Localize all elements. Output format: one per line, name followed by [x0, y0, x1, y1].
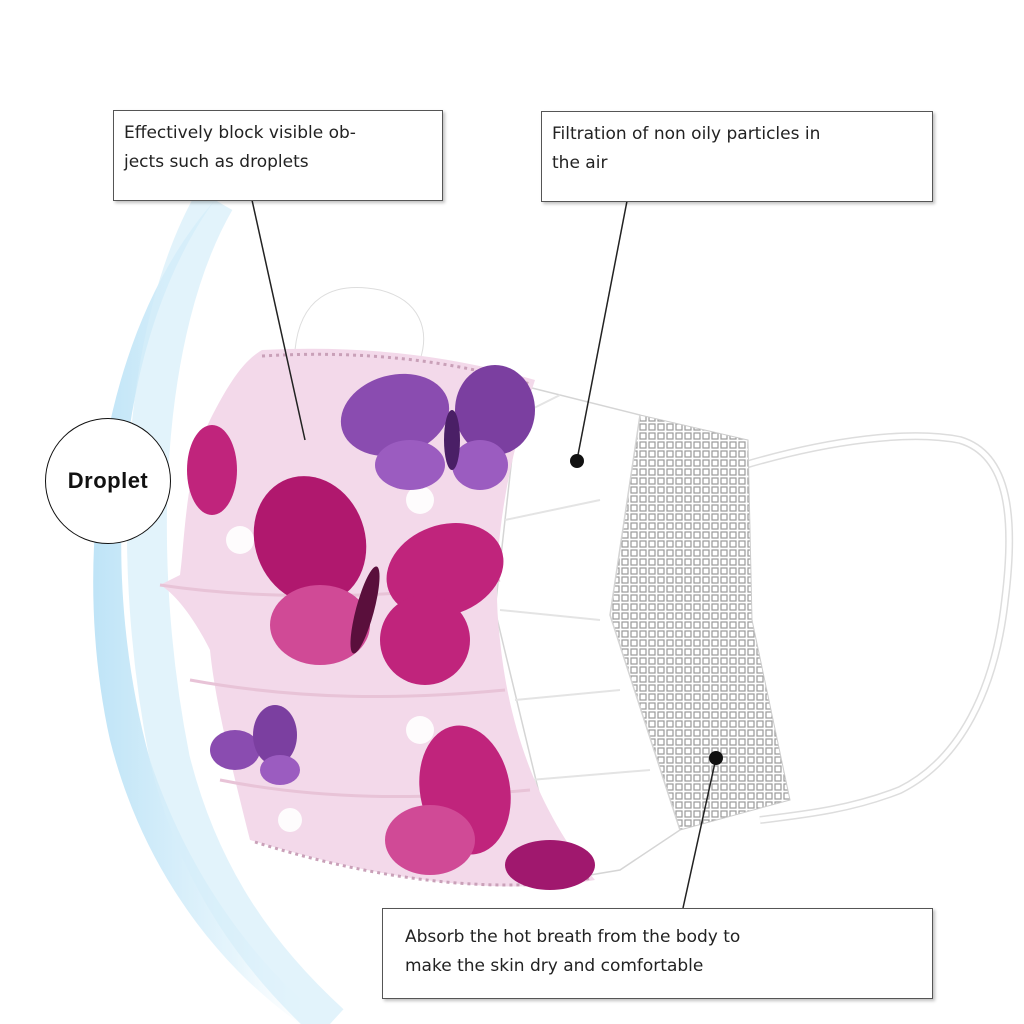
middle-layer [494, 384, 681, 881]
butterfly-magenta-bottom [385, 725, 595, 890]
callout-text-line: Absorb the hot breath from the body to [405, 927, 741, 947]
callout-text-line: jects such as droplets [124, 152, 309, 172]
callout-text-line: the air [552, 153, 608, 173]
callout-text-line: make the skin dry and comfortable [405, 956, 704, 976]
pointer-middle [576, 200, 628, 461]
callout-outer-layer: Effectively block visible ob- jects such… [113, 110, 443, 201]
butterfly-magenta-center [253, 476, 504, 685]
butterfly-purple-top [340, 365, 535, 490]
callout-text-line: Filtration of non oily particles in [552, 124, 821, 144]
droplet-text: Droplet [67, 468, 149, 493]
butterfly-left-edge [187, 425, 237, 515]
pointer-inner [682, 757, 717, 909]
callout-inner-layer: Absorb the hot breath from the body to m… [382, 908, 933, 999]
callout-middle-layer: Filtration of non oily particles in the … [541, 111, 933, 202]
butterfly-purple-small [210, 705, 300, 785]
droplet-shield [93, 200, 330, 1024]
droplet-label: Droplet [45, 418, 171, 544]
ear-loop-right [743, 432, 1014, 824]
callout-text-line: Effectively block visible ob- [124, 123, 356, 143]
pointer-outer [251, 199, 306, 441]
